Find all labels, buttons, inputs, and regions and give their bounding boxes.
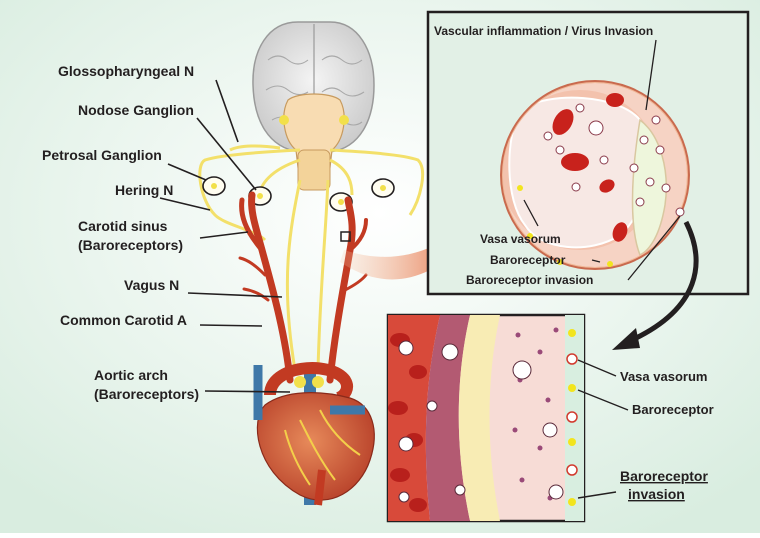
inset-title: Vascular inflammation / Virus Invasion — [434, 24, 653, 38]
detail-leader-lines — [577, 359, 629, 499]
heart-illustration — [253, 362, 375, 506]
label-aortic-arch: Aortic arch — [94, 367, 168, 383]
inset-label-vasa-vasorum: Vasa vasorum — [480, 232, 561, 246]
artery-zoom-tube — [340, 110, 520, 280]
label-common-carotid: Common Carotid A — [60, 312, 187, 328]
label-petrosal-ganglion: Petrosal Ganglion — [42, 147, 162, 163]
label-vagus-n: Vagus N — [124, 277, 179, 293]
baroreceptor-dots-top — [517, 185, 613, 267]
detail-label-vasa-vasorum: Vasa vasorum — [620, 369, 707, 384]
inset-label-baroreceptor: Baroreceptor — [490, 253, 566, 267]
inset-vessel-cross-section: Vascular inflammation / Virus Invasion V… — [426, 10, 750, 296]
inset-vessel-wall-detail — [386, 313, 586, 523]
label-carotid-sinus-sub: (Baroreceptors) — [78, 237, 183, 253]
detail-label-baroreceptor-invasion: Baroreceptor — [620, 468, 708, 484]
zoom-arrow — [630, 220, 699, 343]
zoom-marker — [340, 231, 351, 242]
inset-label-baroreceptor-invasion: Baroreceptor invasion — [466, 273, 593, 287]
label-glossopharyngeal: Glossopharyngeal N — [58, 63, 194, 79]
brain-illustration — [252, 21, 375, 191]
detail-label-baroreceptor-invasion-sub: invasion — [628, 486, 685, 502]
virus-particles-bottom — [398, 340, 564, 503]
label-aortic-arch-sub: (Baroreceptors) — [94, 386, 199, 402]
left-labels: Glossopharyngeal N Nodose Ganglion Petro… — [42, 63, 199, 402]
detail-label-baroreceptor: Baroreceptor — [632, 402, 714, 417]
label-nodose-ganglion: Nodose Ganglion — [78, 102, 194, 118]
baroreceptor-markers-bottom — [566, 329, 578, 506]
label-carotid-sinus: Carotid sinus — [78, 218, 168, 234]
leader-lines — [159, 79, 291, 393]
label-hering-n: Hering N — [115, 182, 173, 198]
